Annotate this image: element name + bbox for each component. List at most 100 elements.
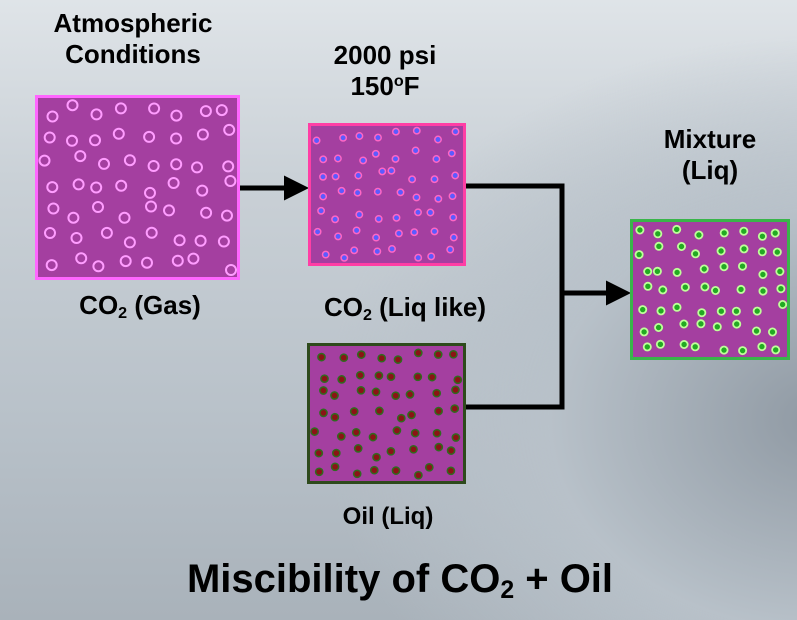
gas-molecule	[66, 99, 79, 112]
liquid-molecule	[434, 194, 443, 203]
liquid-molecule	[355, 210, 364, 219]
gas-molecule	[217, 235, 230, 248]
liquid-molecule	[353, 188, 362, 197]
liquid-molecule	[388, 244, 396, 253]
mixture-molecule	[716, 246, 726, 256]
liquid-molecule	[449, 213, 458, 222]
oil-molecule	[396, 413, 406, 423]
liquid-molecule	[340, 253, 349, 262]
co2-gas-label: CO2 (Gas)	[79, 290, 201, 323]
mixture-molecule	[767, 327, 777, 337]
liquid-molecule	[412, 193, 421, 202]
gas-molecule	[225, 264, 237, 276]
mixture-molecule	[778, 300, 787, 309]
mixture-molecule	[638, 305, 648, 315]
liquid-molecule	[451, 127, 460, 136]
mixture-molecule	[739, 226, 749, 236]
oil-molecules	[310, 348, 463, 480]
gas-molecule	[170, 109, 183, 122]
gas-molecule	[215, 104, 228, 117]
mixture-molecule	[654, 241, 664, 251]
liquid-molecule	[372, 233, 381, 242]
oil-molecule	[434, 442, 444, 452]
mixture-molecule	[719, 262, 729, 272]
liquid-molecule	[337, 186, 346, 195]
gas-molecule	[141, 256, 153, 269]
liquid-molecule	[374, 133, 382, 142]
oil-molecule	[319, 386, 328, 395]
gas-molecule	[43, 131, 56, 144]
liquid-molecule	[432, 155, 441, 163]
temperature-label: 150oF	[350, 71, 420, 102]
oil-molecule	[375, 406, 384, 416]
mixture-molecule	[694, 230, 704, 240]
gas-molecule	[167, 177, 180, 189]
liquid-molecule	[317, 206, 326, 215]
gas-molecule	[38, 154, 51, 167]
gas-molecule	[222, 160, 235, 173]
mixture-molecule	[697, 308, 707, 318]
mixture-molecule	[672, 267, 682, 277]
gas-molecule	[191, 161, 203, 174]
mixture-molecule	[699, 264, 709, 274]
liquid-molecule	[427, 252, 436, 261]
gas-molecule	[171, 254, 184, 267]
liquid-molecule	[319, 172, 327, 181]
oil-molecule	[330, 462, 340, 472]
oil-molecule	[336, 432, 346, 441]
mixture-molecule	[772, 247, 782, 257]
oil-molecule	[386, 446, 396, 456]
oil-molecule	[337, 375, 347, 384]
gas-molecule	[145, 200, 157, 213]
mixture-molecule	[672, 302, 682, 312]
gas-molecule	[98, 157, 110, 170]
liquid-molecule	[446, 245, 455, 254]
mixture-molecule	[656, 306, 666, 316]
gas-molecule	[194, 234, 207, 247]
oil-molecule	[405, 390, 415, 399]
oil-box	[307, 343, 466, 484]
mixture-label: Mixture (Liq)	[663, 124, 757, 186]
oil-molecule	[451, 385, 460, 395]
liquid-molecule	[408, 175, 417, 184]
mixture-molecule	[731, 306, 741, 316]
gas-molecule	[75, 252, 88, 265]
gas-molecule	[196, 128, 209, 141]
mixture-molecule	[691, 249, 701, 259]
oil-molecule	[351, 427, 361, 437]
mixture-molecule	[653, 229, 663, 239]
liquid-molecule	[333, 154, 342, 163]
liquid-molecule	[410, 228, 419, 237]
mixture-molecule	[716, 306, 726, 316]
liquid-molecule	[319, 155, 328, 164]
gas-molecule	[173, 234, 186, 247]
oil-molecule	[449, 349, 458, 359]
gas-molecule	[147, 160, 160, 172]
gas-molecule	[67, 211, 80, 224]
liquid-molecule	[331, 172, 340, 181]
oil-molecule	[314, 448, 324, 458]
oil-molecule	[427, 372, 437, 382]
oil-molecule	[319, 408, 328, 418]
mixture-molecule	[643, 281, 653, 291]
liquid-molecule	[430, 175, 439, 184]
gas-molecule	[196, 184, 209, 197]
mixture-molecule	[677, 241, 687, 251]
mixture-molecule	[690, 342, 700, 352]
mixture-molecule	[652, 266, 662, 276]
mixture-molecule	[672, 224, 682, 234]
oil-molecule	[377, 353, 387, 363]
mixture-molecule	[771, 345, 781, 355]
mixture-molecule	[642, 342, 652, 352]
gas-molecule	[221, 209, 233, 222]
co2-liquid-box	[308, 123, 466, 266]
oil-molecule	[369, 465, 379, 475]
liquid-molecule	[334, 232, 343, 241]
oil-molecule	[424, 462, 434, 472]
gas-molecule	[45, 259, 58, 272]
mixture-molecule	[711, 286, 721, 296]
liquid-molecule	[321, 250, 330, 259]
mixture-molecule	[643, 267, 653, 277]
mixture-molecule	[679, 319, 689, 329]
